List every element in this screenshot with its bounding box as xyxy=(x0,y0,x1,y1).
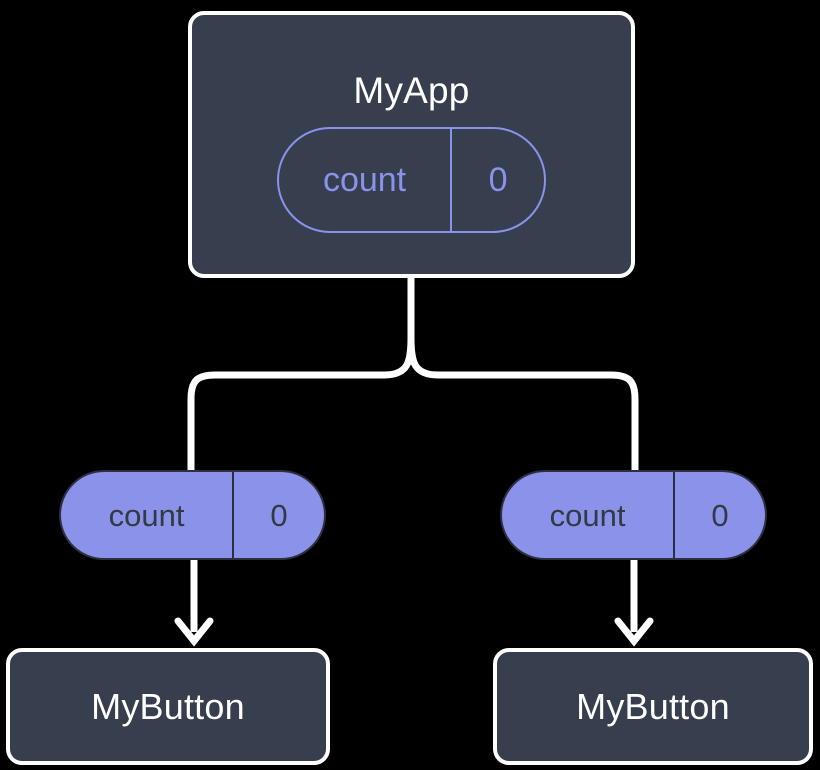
state-pill-value: 0 xyxy=(673,472,765,558)
component-title-mybutton-1: MyButton xyxy=(576,685,730,727)
state-pill-myapp-count[interactable]: count 0 xyxy=(277,127,546,233)
state-pill-child-1-count[interactable]: count 0 xyxy=(500,470,767,560)
arrowhead-left-icon xyxy=(174,617,214,647)
state-pill-child-0-count[interactable]: count 0 xyxy=(59,470,326,560)
component-node-mybutton-0[interactable]: MyButton xyxy=(6,648,330,765)
component-title-myapp: MyApp xyxy=(353,70,470,111)
state-pill-value: 0 xyxy=(232,472,324,558)
component-node-mybutton-1[interactable]: MyButton xyxy=(493,648,813,765)
state-pill-key: count xyxy=(549,497,626,533)
component-node-myapp[interactable]: MyApp xyxy=(188,11,635,278)
component-title-mybutton-0: MyButton xyxy=(91,685,245,727)
state-pill-key: count xyxy=(322,161,407,199)
state-pill-key: count xyxy=(108,497,185,533)
edge-root-branch-left xyxy=(187,334,415,474)
edge-root-branch xyxy=(407,274,639,474)
arrowhead-right-icon xyxy=(614,617,654,647)
state-pill-value: 0 xyxy=(450,129,544,231)
